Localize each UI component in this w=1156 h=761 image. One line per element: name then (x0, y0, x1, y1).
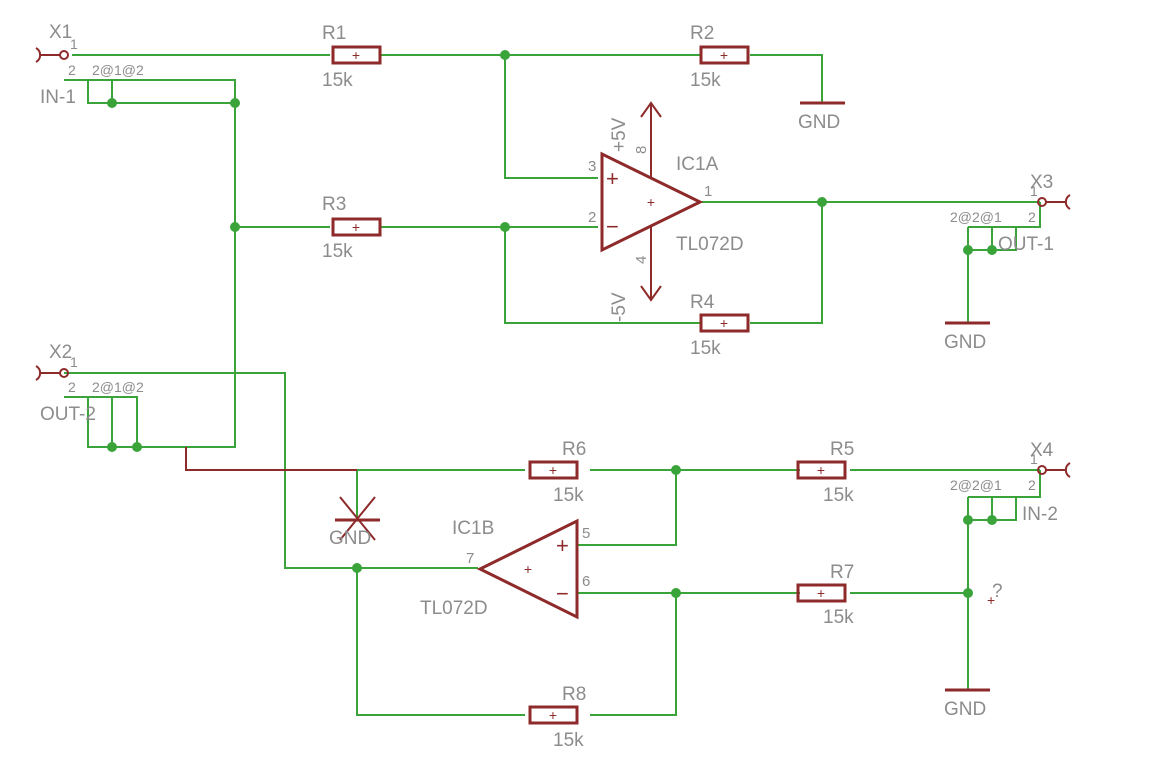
gnd-label: GND (944, 699, 986, 720)
pin-number: 1 (1030, 183, 1038, 199)
part-value: TL072D (676, 234, 744, 255)
pin-number: 1 (1030, 451, 1038, 467)
resistor-origin-icon: + (352, 47, 360, 63)
pin-number: 2 (68, 379, 76, 395)
connector-x4[interactable]: X4 1 2 2@2@1 IN-2 (950, 440, 1071, 525)
gnd-label: GND (798, 112, 840, 133)
resistor-name: R7 (830, 562, 854, 583)
connector-label: OUT-1 (998, 234, 1054, 255)
resistor-r3[interactable]: + R3 15k (322, 194, 382, 262)
resistor-value: 15k (690, 338, 721, 359)
connector-name: X4 (1030, 440, 1054, 461)
pin-number: 5 (582, 525, 590, 542)
resistor-value: 15k (823, 485, 854, 506)
pin-number: 1 (704, 183, 712, 200)
resistor-name: R3 (322, 194, 346, 215)
pin-number: 1 (70, 36, 78, 52)
pin-number: 8 (633, 146, 650, 154)
connector-name: X2 (49, 342, 72, 363)
gnd-x3[interactable]: GND (944, 321, 990, 353)
pin-number: 2 (588, 209, 596, 226)
connector-x1[interactable]: X1 1 2 2@1@2 IN-1 (35, 22, 144, 108)
pin-number: 2 (1028, 209, 1036, 225)
part-name: IC1A (676, 154, 719, 175)
marker-origin-icon: + (987, 592, 995, 608)
resistor-value: 15k (322, 241, 353, 262)
resistor-origin-icon: + (549, 707, 557, 723)
pin-labels: 2@1@2 (92, 62, 144, 78)
resistor-origin-icon: + (720, 315, 728, 331)
pin-number: 6 (582, 573, 590, 590)
resistor-r7[interactable]: + R7 15k (796, 562, 854, 628)
part-value: TL072D (420, 598, 488, 619)
wires (64, 54, 1041, 716)
minus-input-sign: − (556, 581, 569, 606)
plus-input-sign: + (556, 533, 569, 558)
gnd-crossed[interactable]: GND (329, 496, 380, 549)
resistor-name: R5 (830, 439, 854, 460)
resistor-origin-icon: + (720, 47, 728, 63)
pin-labels: 2@2@1 (950, 477, 1002, 493)
gnd-x4[interactable]: GND (944, 688, 990, 720)
connector-name: X1 (49, 22, 72, 43)
resistor-origin-icon: + (549, 462, 557, 478)
resistor-value: 15k (553, 485, 584, 506)
connector-label: OUT-2 (40, 404, 96, 425)
resistor-name: R4 (690, 292, 715, 313)
pin-number: 1 (70, 354, 78, 370)
supply-minus-label: -5V (609, 292, 630, 322)
resistor-origin-icon: + (352, 219, 360, 235)
pin-number: 7 (466, 550, 474, 567)
unknown-marker[interactable]: + ? (987, 581, 1003, 608)
minus-input-sign: − (606, 214, 619, 239)
pin-labels: 2@1@2 (92, 379, 144, 395)
resistor-value: 15k (823, 607, 854, 628)
resistor-value: 15k (690, 70, 721, 91)
gnd-label: GND (944, 332, 986, 353)
resistor-r5[interactable]: + R5 15k (796, 439, 854, 506)
resistor-name: R2 (690, 23, 714, 44)
opamp-ic1a[interactable]: + − + 3 2 1 8 4 +5V -5V IC1A TL072D (588, 101, 744, 322)
resistor-r8[interactable]: + R8 15k (528, 684, 586, 751)
pin-number: 4 (633, 256, 650, 264)
resistor-value: 15k (553, 730, 584, 751)
resistor-origin-icon: + (817, 585, 825, 601)
resistor-origin-icon: + (817, 462, 825, 478)
pin-number: 3 (588, 158, 596, 175)
unknown-marker-label: ? (992, 581, 1003, 602)
part-origin-icon: + (524, 561, 532, 577)
part-origin-icon: + (647, 194, 655, 210)
connector-name: X3 (1030, 172, 1053, 193)
connector-label: IN-2 (1022, 504, 1058, 525)
gnd-label: GND (329, 528, 371, 549)
plus-input-sign: + (606, 166, 619, 191)
supply-plus-label: +5V (609, 117, 630, 152)
resistor-r6[interactable]: + R6 15k (528, 439, 586, 506)
resistor-value: 15k (322, 70, 353, 91)
gnd-r2[interactable]: GND (798, 101, 845, 133)
resistor-r2[interactable]: + R2 15k (690, 23, 750, 91)
connector-x3[interactable]: X3 1 2 2@2@1 OUT-1 (950, 172, 1071, 255)
part-name: IC1B (452, 518, 494, 539)
pin-number: 2 (1028, 477, 1036, 493)
junctions (107, 50, 997, 598)
resistor-r1[interactable]: + R1 15k (322, 23, 382, 91)
resistor-name: R6 (562, 439, 586, 460)
connector-label: IN-1 (40, 87, 76, 108)
pin-number: 2 (68, 62, 76, 78)
opamp-ic1b[interactable]: + − + 5 6 7 IC1B TL072D (420, 518, 590, 620)
connector-x2[interactable]: X2 1 2 2@1@2 OUT-2 (35, 342, 144, 425)
resistor-r4[interactable]: + R4 15k (690, 292, 750, 359)
resistor-name: R8 (562, 684, 586, 705)
red-net-wire (185, 447, 357, 471)
pin-labels: 2@2@1 (950, 209, 1002, 225)
resistor-name: R1 (322, 23, 346, 44)
